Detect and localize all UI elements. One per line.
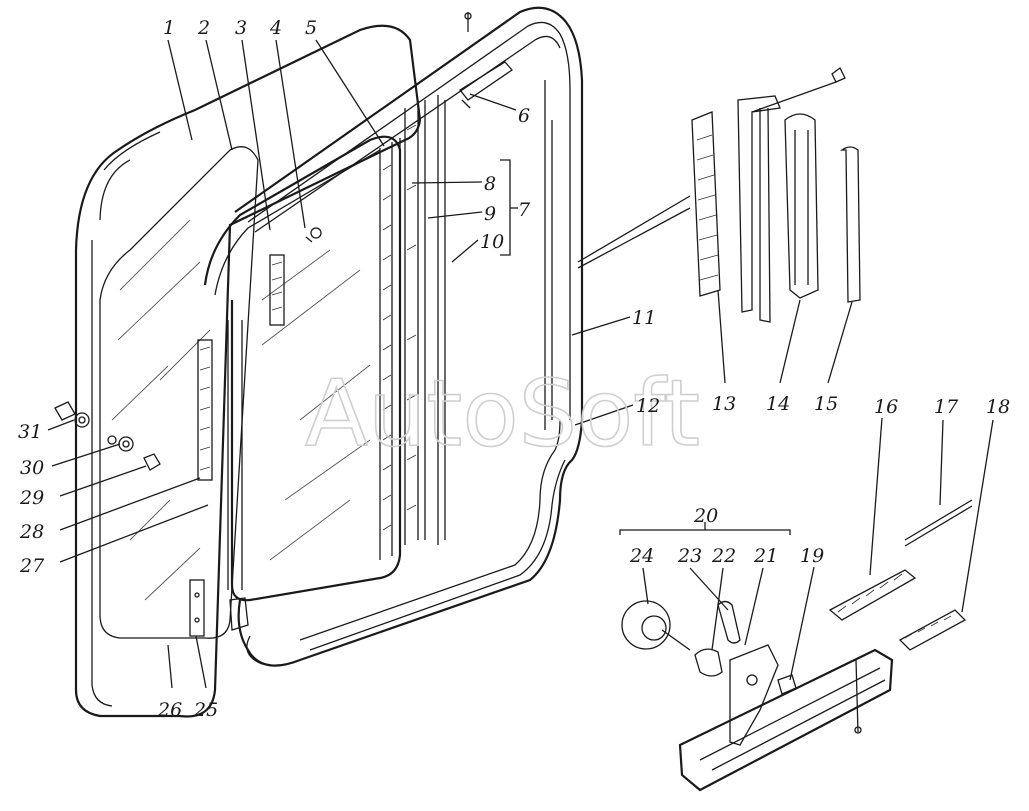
callout-15: 15 bbox=[814, 393, 838, 415]
callout-22: 22 bbox=[711, 545, 736, 567]
callout-9: 9 bbox=[484, 203, 496, 225]
leader-lines bbox=[47, 39, 994, 689]
callout-20: 20 bbox=[693, 505, 718, 527]
callout-18: 18 bbox=[986, 396, 1010, 418]
callout-21: 21 bbox=[753, 545, 778, 567]
callout-23: 23 bbox=[677, 545, 702, 567]
callout-3: 3 bbox=[235, 17, 247, 39]
callout-30: 30 bbox=[20, 457, 44, 479]
callout-17: 17 bbox=[934, 396, 959, 418]
callout-31: 31 bbox=[18, 421, 42, 443]
side-strip bbox=[197, 339, 213, 481]
callout-16: 16 bbox=[874, 396, 898, 418]
outer-rubber-frame bbox=[234, 6, 584, 667]
callout-14: 14 bbox=[766, 393, 790, 415]
callout-6: 6 bbox=[518, 105, 530, 127]
callout-8: 8 bbox=[484, 173, 496, 195]
callout-5: 5 bbox=[305, 17, 317, 39]
lock-mechanism bbox=[621, 499, 973, 792]
top-bracket bbox=[459, 12, 513, 109]
profile-sections bbox=[577, 67, 861, 323]
callout-27: 27 bbox=[19, 555, 45, 577]
callout-labels: 1 2 3 4 5 6 7 8 9 10 11 12 13 14 15 16 1… bbox=[18, 17, 1010, 721]
callout-24: 24 bbox=[629, 545, 654, 567]
inner-glass-pane bbox=[99, 146, 259, 639]
callout-28: 28 bbox=[19, 521, 44, 543]
latch-and-screw bbox=[269, 227, 322, 326]
callout-1: 1 bbox=[163, 17, 175, 39]
callout-10: 10 bbox=[480, 231, 504, 253]
callout-19: 19 bbox=[800, 545, 824, 567]
callout-11: 11 bbox=[632, 307, 656, 329]
group-brackets bbox=[500, 159, 791, 535]
callout-13: 13 bbox=[712, 393, 736, 415]
watermark: AutoSoft bbox=[305, 360, 700, 467]
bottom-bracket bbox=[189, 579, 249, 637]
callout-4: 4 bbox=[269, 17, 282, 39]
callout-25: 25 bbox=[193, 699, 218, 721]
callout-2: 2 bbox=[197, 17, 210, 39]
outer-glass-pane bbox=[74, 24, 422, 718]
vertical-rails bbox=[379, 95, 446, 560]
callout-12: 12 bbox=[636, 395, 660, 417]
callout-7: 7 bbox=[518, 199, 531, 221]
callout-26: 26 bbox=[157, 699, 182, 721]
callout-29: 29 bbox=[19, 487, 44, 509]
